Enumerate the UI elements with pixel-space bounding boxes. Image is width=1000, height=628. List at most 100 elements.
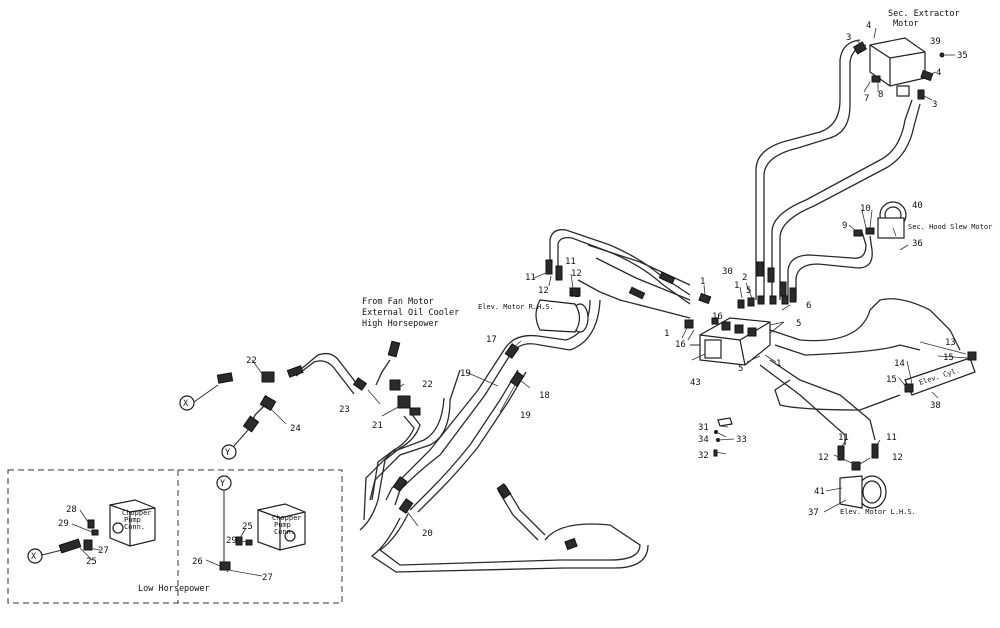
callout-18: 18	[539, 391, 550, 401]
block-fittings	[545, 259, 797, 329]
connector-x-marker	[179, 395, 195, 411]
fan-motor-hoses	[247, 352, 421, 531]
low-horsepower-box: Low Horsepower Chopper Pump Conn. Choppe…	[7, 469, 343, 604]
elev-cylinder: Elev. Cyl.	[904, 351, 977, 396]
callout-5-right: 5	[796, 319, 801, 329]
sec-extractor-motor: Sec. Extractor Motor	[852, 9, 960, 100]
connector-y-label-2: Y	[220, 479, 225, 489]
callout-37: 37	[808, 508, 819, 518]
control-valve-block	[690, 317, 771, 366]
chopper-label-right-2: Pump	[274, 521, 291, 529]
sec-hood-slew-motor-label: Sec. Hood Slew Motor	[908, 223, 992, 231]
callout-38: 38	[930, 401, 941, 411]
callout-39: 39	[930, 37, 941, 47]
callout-1-top: 1	[700, 277, 705, 287]
callout-17: 17	[486, 335, 497, 345]
callout-12-lhs-left: 12	[818, 453, 829, 463]
callout-21: 21	[372, 421, 383, 431]
callout-12-lhs-right: 12	[892, 453, 903, 463]
callout-4-right: 4	[936, 68, 941, 78]
callout-numbers: 4 3 39 35 4 3 8 7 10 9 40 36 11 11 12 12…	[58, 21, 968, 583]
callout-23: 23	[339, 405, 350, 415]
sec-hood-slew-motor: Sec. Hood Slew Motor	[853, 201, 992, 251]
chopper-label-right-3: Conn.	[274, 528, 295, 536]
elev-motor-lhs: Elev. Motor L.H.S.	[837, 443, 916, 516]
callout-31: 31	[698, 423, 709, 433]
callout-14: 14	[894, 359, 905, 369]
callout-25-left: 25	[86, 557, 97, 567]
callout-26: 26	[192, 557, 203, 567]
callout-43: 43	[690, 378, 701, 388]
extractor-hoses	[755, 39, 921, 300]
callout-22-left: 22	[246, 356, 257, 366]
callout-6: 6	[806, 301, 811, 311]
callout-2: 2	[742, 273, 747, 283]
elev-rhs-hoses	[549, 229, 691, 319]
callout-8: 8	[878, 90, 883, 100]
callout-12-rhs-left: 12	[538, 286, 549, 296]
elev-motor-lhs-label: Elev. Motor L.H.S.	[840, 508, 916, 516]
callout-5-bottom: 5	[738, 364, 743, 374]
callout-40: 40	[912, 201, 923, 211]
callout-35: 35	[957, 51, 968, 61]
callout-34: 34	[698, 435, 709, 445]
callout-10: 10	[860, 204, 871, 214]
callout-30: 30	[722, 267, 733, 277]
callout-42: 42	[569, 290, 580, 300]
callout-11-rhs: 11	[565, 257, 576, 267]
callout-1-left: 1	[664, 329, 669, 339]
callout-32: 32	[698, 451, 709, 461]
chopper-label-left-1: Chopper	[122, 509, 152, 517]
callout-19-right: 19	[520, 411, 531, 421]
callout-11-lhs-right: 11	[886, 433, 897, 443]
callout-13: 13	[945, 338, 956, 348]
callout-24: 24	[290, 424, 301, 434]
callout-1-bottom: 1	[776, 359, 781, 369]
connector-x-label-2: X	[31, 552, 37, 562]
callout-41: 41	[814, 487, 825, 497]
callout-36: 36	[912, 239, 923, 249]
callout-22-right: 22	[422, 380, 433, 390]
connector-y-marker	[221, 444, 237, 460]
bracket-parts	[713, 417, 733, 457]
callout-29-left: 29	[58, 519, 69, 529]
callout-27-left: 27	[98, 546, 109, 556]
callout-5-top: 5	[746, 286, 751, 296]
callout-11-lhs-left: 11	[838, 433, 849, 443]
fan-motor-fittings	[216, 340, 578, 551]
chopper-label-left-2: Pump	[124, 516, 141, 524]
callout-12-rhs: 12	[571, 269, 582, 279]
connector-x-marker-2	[27, 548, 43, 564]
low-horsepower-label: Low Horsepower	[138, 584, 210, 594]
connector-markers: X Y Y X	[27, 384, 249, 565]
hood-slew-hoses	[787, 231, 873, 300]
callout-27-right: 27	[262, 573, 273, 583]
chopper-label-left-3: Conn.	[124, 523, 145, 531]
callout-3-top: 3	[846, 33, 851, 43]
callout-3-right: 3	[932, 100, 937, 110]
callout-11-rhs-left: 11	[525, 273, 536, 283]
fan-motor-note-2: External Oil Cooler	[362, 308, 459, 318]
callout-1-mid: 1	[734, 281, 739, 291]
elev-motor-rhs: Elev. Motor R.H.S.	[478, 287, 589, 333]
leader-lines	[71, 27, 969, 577]
right-hoses	[759, 298, 961, 445]
callout-7: 7	[864, 94, 869, 104]
callout-28-left: 28	[66, 505, 77, 515]
sec-extractor-motor-label-1: Sec. Extractor	[888, 9, 960, 19]
connector-x-label: X	[183, 399, 189, 409]
callout-16-left: 16	[675, 340, 686, 350]
callout-25-right: 25	[242, 522, 253, 532]
diagonal-hoses	[363, 299, 649, 573]
callout-16-top: 16	[712, 312, 723, 322]
fan-motor-note-3: High Horsepower	[362, 319, 439, 329]
callout-19-left: 19	[460, 369, 471, 379]
connector-y-label: Y	[225, 448, 230, 458]
callout-9: 9	[842, 221, 847, 231]
fan-motor-note-1: From Fan Motor	[362, 297, 434, 307]
chopper-label-right-1: Chopper	[272, 514, 302, 522]
elev-motor-rhs-label: Elev. Motor R.H.S.	[478, 303, 554, 311]
callout-33: 33	[736, 435, 747, 445]
callout-20: 20	[422, 529, 433, 539]
